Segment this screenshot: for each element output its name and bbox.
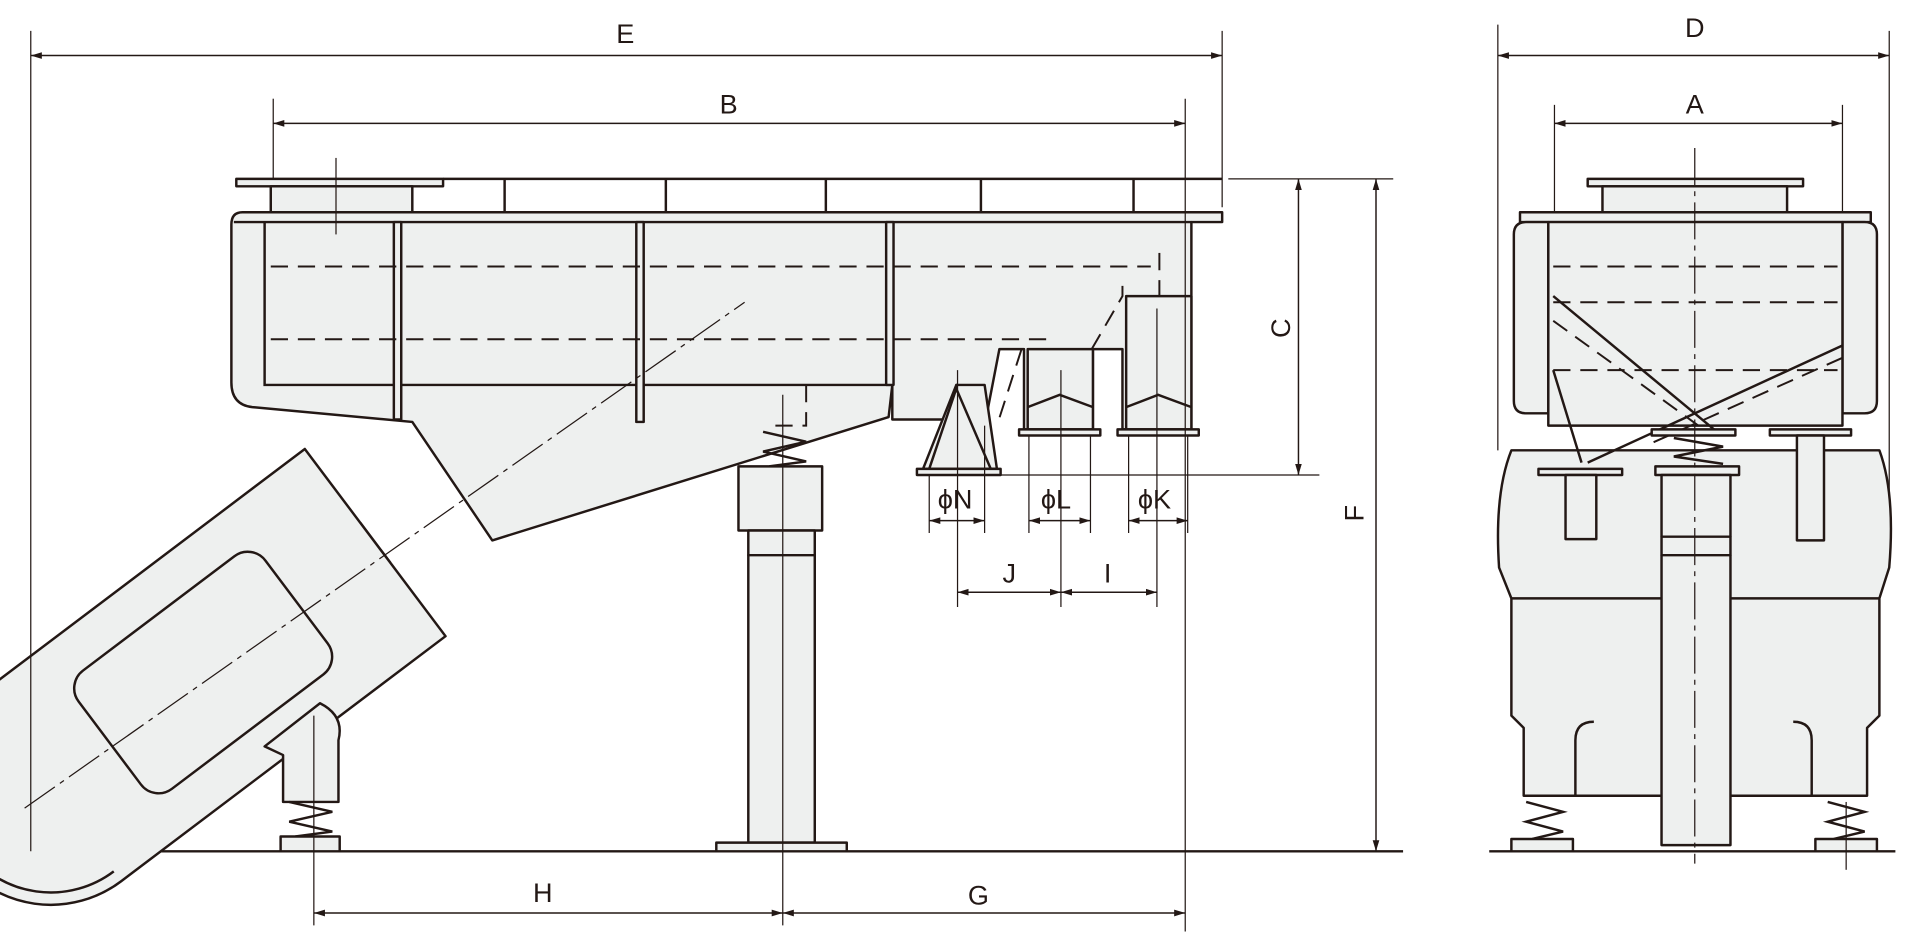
extension-lines: [30, 24, 1890, 932]
label-b: B: [720, 88, 738, 119]
label-g: G: [968, 879, 989, 910]
vibration-motor: [0, 447, 447, 906]
dimension-lines: [30, 52, 1890, 917]
outlet-l: [1017, 347, 1102, 437]
support-column: [715, 394, 848, 926]
label-k: ϕK: [1138, 483, 1171, 514]
label-i: I: [1104, 557, 1112, 588]
rail-posts: [503, 178, 1135, 213]
dimension-labels: E B D A C F ϕN ϕL ϕK J I H G: [533, 12, 1705, 910]
side-view: [0, 157, 1404, 926]
label-c: C: [1265, 318, 1296, 338]
label-a: A: [1686, 88, 1705, 119]
label-e: E: [616, 18, 634, 49]
label-j: J: [1002, 557, 1016, 588]
label-d: D: [1685, 12, 1705, 43]
inlet-neck: [269, 185, 414, 214]
label-l: ϕL: [1041, 483, 1071, 514]
label-h: H: [533, 877, 553, 908]
outlet-n: [915, 383, 1002, 477]
label-n: ϕN: [938, 483, 973, 514]
outlet-k: [1116, 294, 1200, 437]
label-f: F: [1339, 505, 1370, 522]
front-view: [1489, 148, 1896, 870]
rear-spring: [263, 702, 341, 926]
